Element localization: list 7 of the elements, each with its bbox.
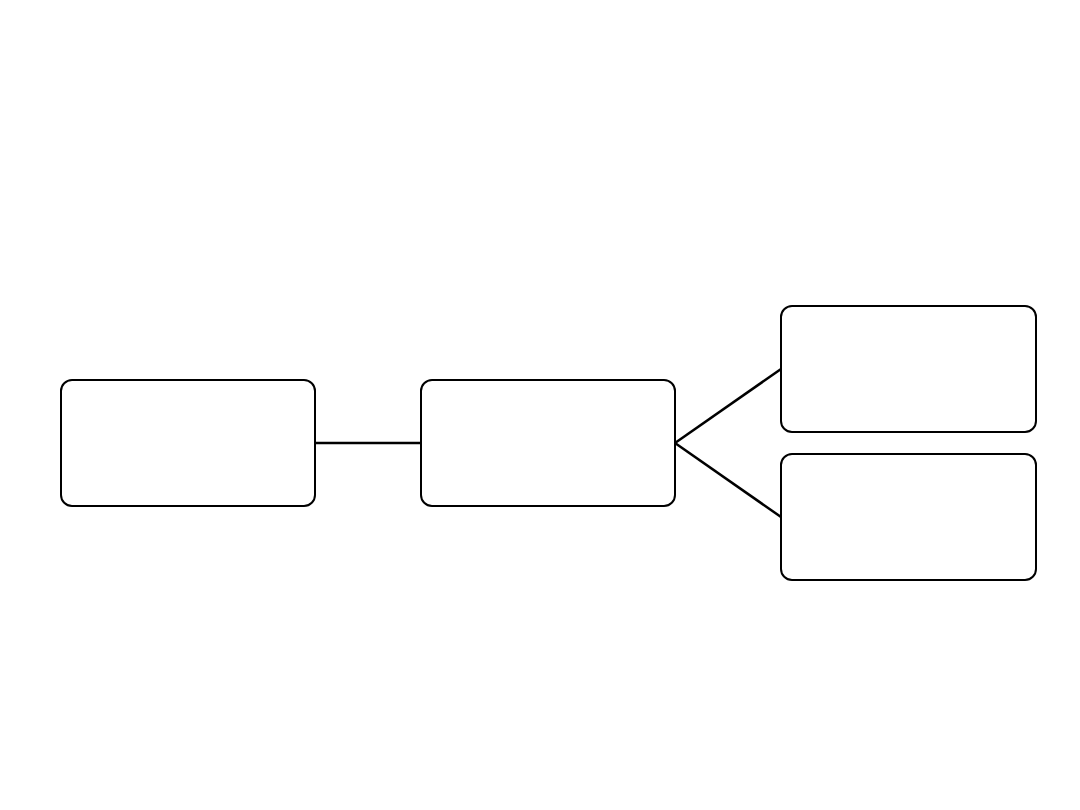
- rounded-box: [60, 379, 316, 507]
- connector-line: [315, 441, 421, 445]
- rounded-box: [780, 453, 1037, 581]
- connector-line: [674, 441, 782, 519]
- connector-line: [674, 367, 782, 445]
- rounded-box: [420, 379, 676, 507]
- rounded-box: [780, 305, 1037, 433]
